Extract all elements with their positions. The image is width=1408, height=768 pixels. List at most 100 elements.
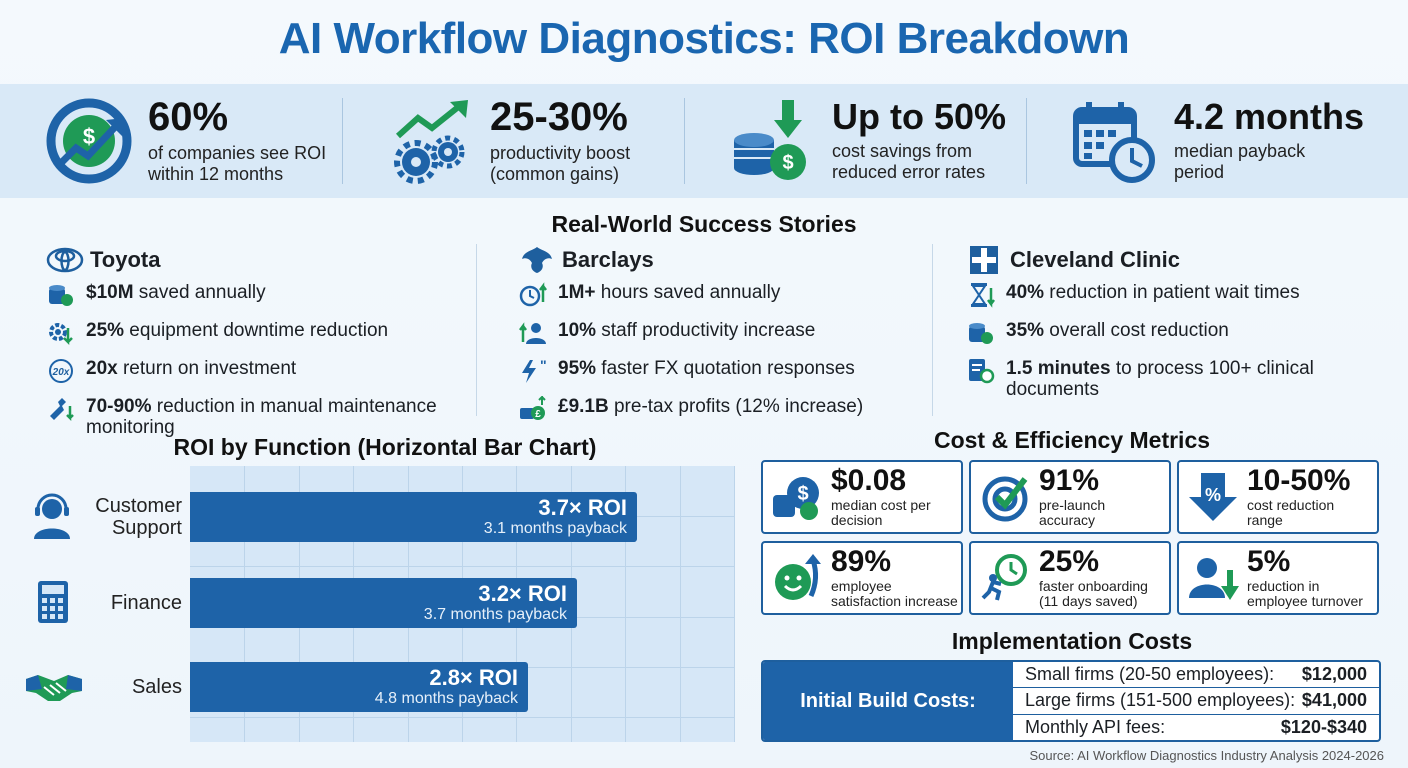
company-name: Toyota — [46, 244, 456, 276]
gear-down-icon — [49, 323, 73, 346]
coins-icon — [49, 285, 73, 306]
percent-down-icon: % — [1189, 473, 1237, 521]
kpi-value: Up to 50% — [832, 96, 1007, 137]
grid-line-vertical — [625, 466, 626, 742]
eagle-logo-icon — [522, 247, 552, 273]
page-title: AI Workflow Diagnostics: ROI Breakdown — [278, 14, 1130, 63]
kpi-value: 60% — [148, 95, 229, 139]
category-sales: Sales — [26, 662, 182, 712]
divider — [476, 244, 477, 416]
cost-row: Small firms (20-50 employees):$12,000 — [1013, 662, 1379, 689]
story-item: 1M+ hours saved annually — [518, 282, 918, 308]
bar-payback-label: 3.1 months payback — [483, 520, 627, 537]
calendar-clock-icon — [1073, 102, 1155, 183]
grid-line-vertical — [734, 466, 735, 742]
handshake-icon — [26, 675, 82, 701]
source-note: Source: AI Workflow Diagnostics Industry… — [1029, 748, 1384, 763]
story-item: 70-90% reduction in manual maintenance m… — [46, 396, 456, 438]
story-item: " 95% faster FX quotation responses — [518, 358, 918, 384]
coins-icon — [969, 323, 993, 344]
document-clock-icon — [969, 359, 995, 384]
svg-text:£: £ — [535, 409, 541, 420]
person-up-icon — [519, 322, 546, 344]
story-cleveland-clinic: Cleveland Clinic 40% reduction in patien… — [966, 244, 1386, 412]
svg-text:$: $ — [83, 124, 95, 149]
story-toyota: Toyota $10M saved annually 25% equipment… — [46, 244, 456, 450]
story-item: 40% reduction in patient wait times — [966, 282, 1386, 308]
svg-text:": " — [540, 358, 547, 373]
cost-row: Large firms (151-500 employees):$41,000 — [1013, 688, 1379, 715]
clinic-logo-icon — [970, 246, 998, 274]
costs-title: Implementation Costs — [951, 628, 1193, 654]
calculator-icon — [38, 581, 68, 623]
pound-coins-icon: £ — [520, 396, 546, 420]
story-item: 10% staff productivity increase — [518, 320, 918, 346]
company-name: Cleveland Clinic — [966, 244, 1386, 276]
story-item: 20x 20x return on investment — [46, 358, 456, 384]
cost-label: Initial Build Costs: — [763, 662, 1013, 740]
stories-title: Real-World Success Stories — [551, 211, 857, 237]
svg-text:20x: 20x — [52, 367, 70, 378]
bar-payback-label: 3.7 months payback — [423, 606, 567, 623]
story-item: £ £9.1B pre-tax profits (12% increase) — [518, 396, 918, 422]
headset-agent-icon — [34, 493, 70, 539]
story-item: 1.5 minutes to process 100+ clinical doc… — [966, 358, 1386, 400]
gears-growth-icon — [394, 100, 468, 184]
cycle-20x-icon: 20x — [49, 359, 73, 383]
cost-row: Monthly API fees:$120-$340 — [1025, 716, 1367, 737]
coins-down-icon: $ — [734, 100, 806, 180]
implementation-costs-table: Initial Build Costs: Small firms (20-50 … — [761, 660, 1381, 742]
grid-line-vertical — [680, 466, 681, 742]
grid-line-horizontal — [190, 717, 734, 718]
target-check-icon — [982, 476, 1028, 522]
category-finance: Finance — [30, 578, 182, 628]
toyota-logo-icon — [46, 247, 84, 273]
kpi-card: 25-30% productivity boost(common gains) — [342, 84, 684, 198]
kpi-value: 25-30% — [490, 95, 628, 139]
kpi-value: 4.2 months — [1174, 96, 1365, 137]
kpi-label: productivity boost(common gains) — [490, 143, 631, 184]
bar-payback-label: 4.8 months payback — [374, 690, 518, 707]
svg-text:$: $ — [782, 152, 793, 174]
hourglass-icon — [971, 283, 995, 308]
bar-value-label: 3.2× ROI — [478, 581, 567, 606]
dollar-cycle-icon: $ — [46, 98, 132, 184]
category-label: Sales — [131, 676, 182, 698]
company-name: Barclays — [518, 244, 918, 276]
wrench-icon — [50, 398, 74, 422]
svg-text:%: % — [1205, 485, 1221, 505]
chart-title: ROI by Function (Horizontal Bar Chart) — [173, 434, 597, 460]
story-barclays: Barclays 1M+ hours saved annually 10% st… — [518, 244, 918, 434]
metric-card: 25%faster onboarding(11 days saved) — [969, 541, 1171, 615]
divider — [932, 244, 933, 416]
story-item: 35% overall cost reduction — [966, 320, 1386, 346]
bolt-quote-icon: " — [522, 358, 547, 383]
metrics-title: Cost & Efficiency Metrics — [933, 427, 1211, 453]
dollar-coins-icon: $ — [773, 477, 819, 520]
story-item: $10M saved annually — [46, 282, 456, 308]
runner-clock-icon — [981, 554, 1027, 601]
category-label: Finance — [110, 592, 182, 614]
smiley-up-icon — [775, 554, 821, 600]
bar-value-label: 3.7× ROI — [538, 495, 627, 520]
story-item: 25% equipment downtime reduction — [46, 320, 456, 346]
svg-text:$: $ — [797, 483, 808, 505]
bar-value-label: 2.8× ROI — [429, 665, 518, 690]
